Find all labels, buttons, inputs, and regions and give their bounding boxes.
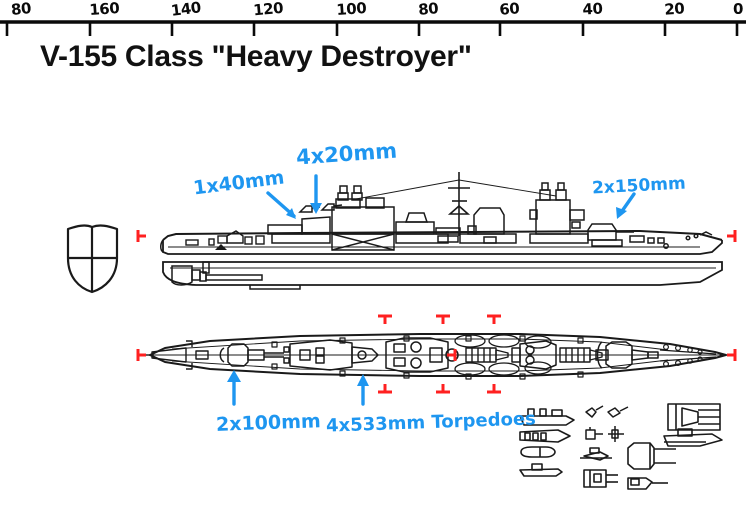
component-symbols <box>519 403 723 490</box>
arrow-100mm <box>227 370 241 406</box>
ruler-label: 100 <box>335 0 367 20</box>
station-marker-plan-bottom-1 <box>378 384 392 394</box>
station-markers <box>136 230 737 394</box>
profile-foredeck-details <box>185 230 265 246</box>
station-marker-plan-top-3 <box>487 314 501 324</box>
plan-aft-turret <box>595 341 659 369</box>
profile-aft-tower <box>529 182 589 244</box>
annotation-arrows <box>227 174 636 406</box>
station-marker-plan-bow <box>136 349 146 361</box>
profile-bow-sonar <box>171 261 263 286</box>
profile-forward-deckhouse <box>267 216 331 244</box>
symbol-aa-gun-d <box>608 426 624 442</box>
ruler-label: 60 <box>498 0 520 19</box>
arrow-40mm <box>266 191 296 219</box>
profile-after-deckhouse <box>459 207 517 244</box>
ruler-label: 120 <box>252 0 284 20</box>
station-marker-plan-top-1 <box>378 314 392 324</box>
plan-bow-structure <box>144 340 209 370</box>
side-profile-view <box>160 172 723 290</box>
symbol-gun-mount-side <box>580 447 612 461</box>
plan-torpedo-mounts <box>465 347 603 363</box>
symbol-motorboat-plan <box>519 429 571 443</box>
symbol-aa-gun-c <box>585 427 603 440</box>
symbol-small-boat-profile <box>519 463 563 477</box>
symbol-dinghy <box>520 446 556 458</box>
top-plan-view <box>144 333 734 380</box>
arrow-150mm <box>616 192 636 219</box>
ruler-label: 20 <box>663 0 685 19</box>
symbol-gun-house-side <box>627 477 668 490</box>
hull-cross-section <box>66 224 119 294</box>
station-marker-plan-mid <box>447 349 457 361</box>
ruler-label: 40 <box>582 0 603 19</box>
annotation-mount-100mm: 2x100mm <box>215 410 322 436</box>
ruler-ticks <box>5 22 739 36</box>
profile-mainmast <box>447 172 471 236</box>
profile-keel-skeg <box>249 285 301 290</box>
symbol-large-turret-plan <box>667 403 721 431</box>
station-marker-profile-bow <box>136 230 146 242</box>
symbol-aa-gun-b <box>607 406 629 418</box>
plan-midship-platform <box>385 337 459 373</box>
ruler-labels: 80 160 140 120 100 80 60 40 20 0 <box>0 0 746 22</box>
profile-director-sight-lines <box>355 179 557 200</box>
profile-bow-fitting <box>215 244 227 250</box>
plan-after-deckhouse <box>511 340 557 370</box>
profile-bow-stem <box>160 239 164 253</box>
profile-aft-turrets <box>587 223 713 249</box>
station-marker-plan-stern <box>727 349 737 361</box>
symbol-twin-turret-front <box>627 442 676 470</box>
ruler-label: 0 <box>733 0 743 18</box>
plan-deck-hatches <box>271 335 584 380</box>
symbol-turret-plan-small <box>583 469 618 488</box>
arrow-torpedoes <box>357 374 369 406</box>
station-marker-plan-bottom-2 <box>436 384 450 394</box>
profile-underwater-hull <box>162 261 723 286</box>
page-title: V-155 Class "Heavy Destroyer" <box>40 40 472 73</box>
scale-ruler <box>0 20 746 36</box>
station-marker-plan-top-2 <box>436 314 450 324</box>
station-marker-profile-stern <box>727 230 737 242</box>
ruler-label: 80 <box>10 0 32 20</box>
station-marker-plan-bottom-3 <box>487 384 501 394</box>
symbol-barge <box>663 428 723 447</box>
ruler-label: 140 <box>169 0 202 20</box>
ruler-label: 80 <box>417 0 439 19</box>
symbol-aa-gun-a <box>585 405 604 418</box>
profile-midship-deckhouse <box>395 212 461 244</box>
arrow-20mm <box>310 174 322 214</box>
plan-ships-boats <box>454 334 552 376</box>
symbol-motor-launch <box>519 408 575 426</box>
plan-forward-turret <box>219 343 284 367</box>
profile-bridge-structure <box>331 185 395 251</box>
ruler-label: 160 <box>88 0 120 20</box>
plan-bridge-structure <box>283 339 379 371</box>
profile-deck-line <box>162 229 723 241</box>
